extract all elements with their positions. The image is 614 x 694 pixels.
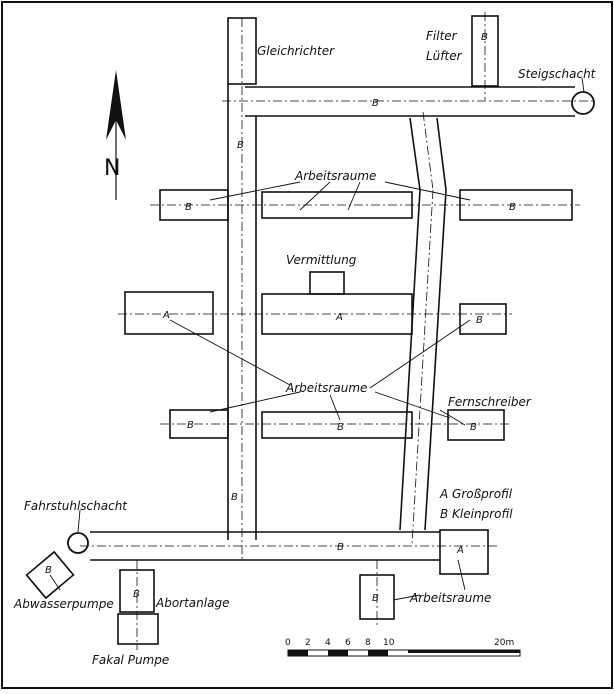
profile-tags: B B B B B A A B B B B B B A B B B [45, 32, 516, 604]
corridor-right-diagonal [399, 111, 447, 546]
tag-b: B [133, 589, 140, 600]
label-abortanlage: Abortanlage [155, 596, 229, 610]
scale-tick: 2 [305, 638, 311, 648]
tag-b: B [476, 315, 483, 326]
label-abwasserpumpe: Abwasserpumpe [13, 597, 114, 611]
corridor-left [227, 17, 257, 560]
fahrstuhl-shaft [67, 532, 89, 554]
scale-bar: 0 2 4 6 8 10 20m [285, 638, 521, 657]
label-gleichrichter: Gleichrichter [257, 44, 335, 58]
label-fahrstuhlschacht: Fahrstuhlschacht [24, 499, 128, 513]
scale-tick: 6 [345, 638, 351, 648]
scale-tick: 8 [365, 638, 371, 648]
workroom-row-1 [150, 189, 580, 221]
workroom-bottom [359, 560, 395, 625]
label-filter: Filter [426, 29, 458, 43]
tag-b: B [337, 422, 344, 433]
label-fakal-pumpe: Fakal Pumpe [92, 653, 169, 667]
legend-a: A Großprofil [439, 487, 513, 501]
scale-tick: 0 [285, 638, 291, 648]
tag-a: A [162, 310, 170, 321]
tag-b: B [372, 98, 379, 109]
legend-b: B Kleinprofil [440, 507, 513, 521]
label-vermittlung: Vermittlung [286, 253, 357, 267]
corridor-top [222, 86, 595, 117]
tag-b: B [337, 542, 344, 553]
tag-b: B [237, 140, 244, 151]
tag-b: B [509, 202, 516, 213]
leader-lines [49, 77, 585, 601]
workroom-row-2 [118, 271, 512, 335]
label-arbeitsraume-bottom: Arbeitsraume [409, 591, 491, 605]
scale-tick: 10 [383, 638, 395, 648]
tag-b: B [45, 565, 52, 576]
tag-b: B [481, 32, 488, 43]
pump-room [25, 550, 75, 600]
tag-b: B [372, 593, 379, 604]
abortanlage-rooms [117, 560, 159, 650]
workroom-row-3 [160, 409, 510, 441]
north-arrow: N [104, 70, 126, 200]
tag-b: B [470, 422, 477, 433]
label-arbeitsraume-top: Arbeitsraume [294, 169, 376, 183]
tag-a: A [335, 312, 343, 323]
corridor-bottom [80, 529, 500, 575]
label-fernschreiber: Fernschreiber [448, 395, 532, 409]
tag-b: B [231, 492, 238, 503]
scale-tick: 4 [325, 638, 331, 648]
label-luefter: Lüfter [426, 49, 463, 63]
north-symbol: N [104, 156, 120, 181]
steigschacht-shaft [571, 91, 595, 115]
label-steigschacht: Steigschacht [518, 67, 597, 81]
scale-end-label: 20m [494, 638, 514, 648]
tag-b: B [187, 420, 194, 431]
tag-b: B [185, 202, 192, 213]
label-arbeitsraume-mid: Arbeitsraume [285, 381, 367, 395]
tag-a: A [456, 545, 464, 556]
